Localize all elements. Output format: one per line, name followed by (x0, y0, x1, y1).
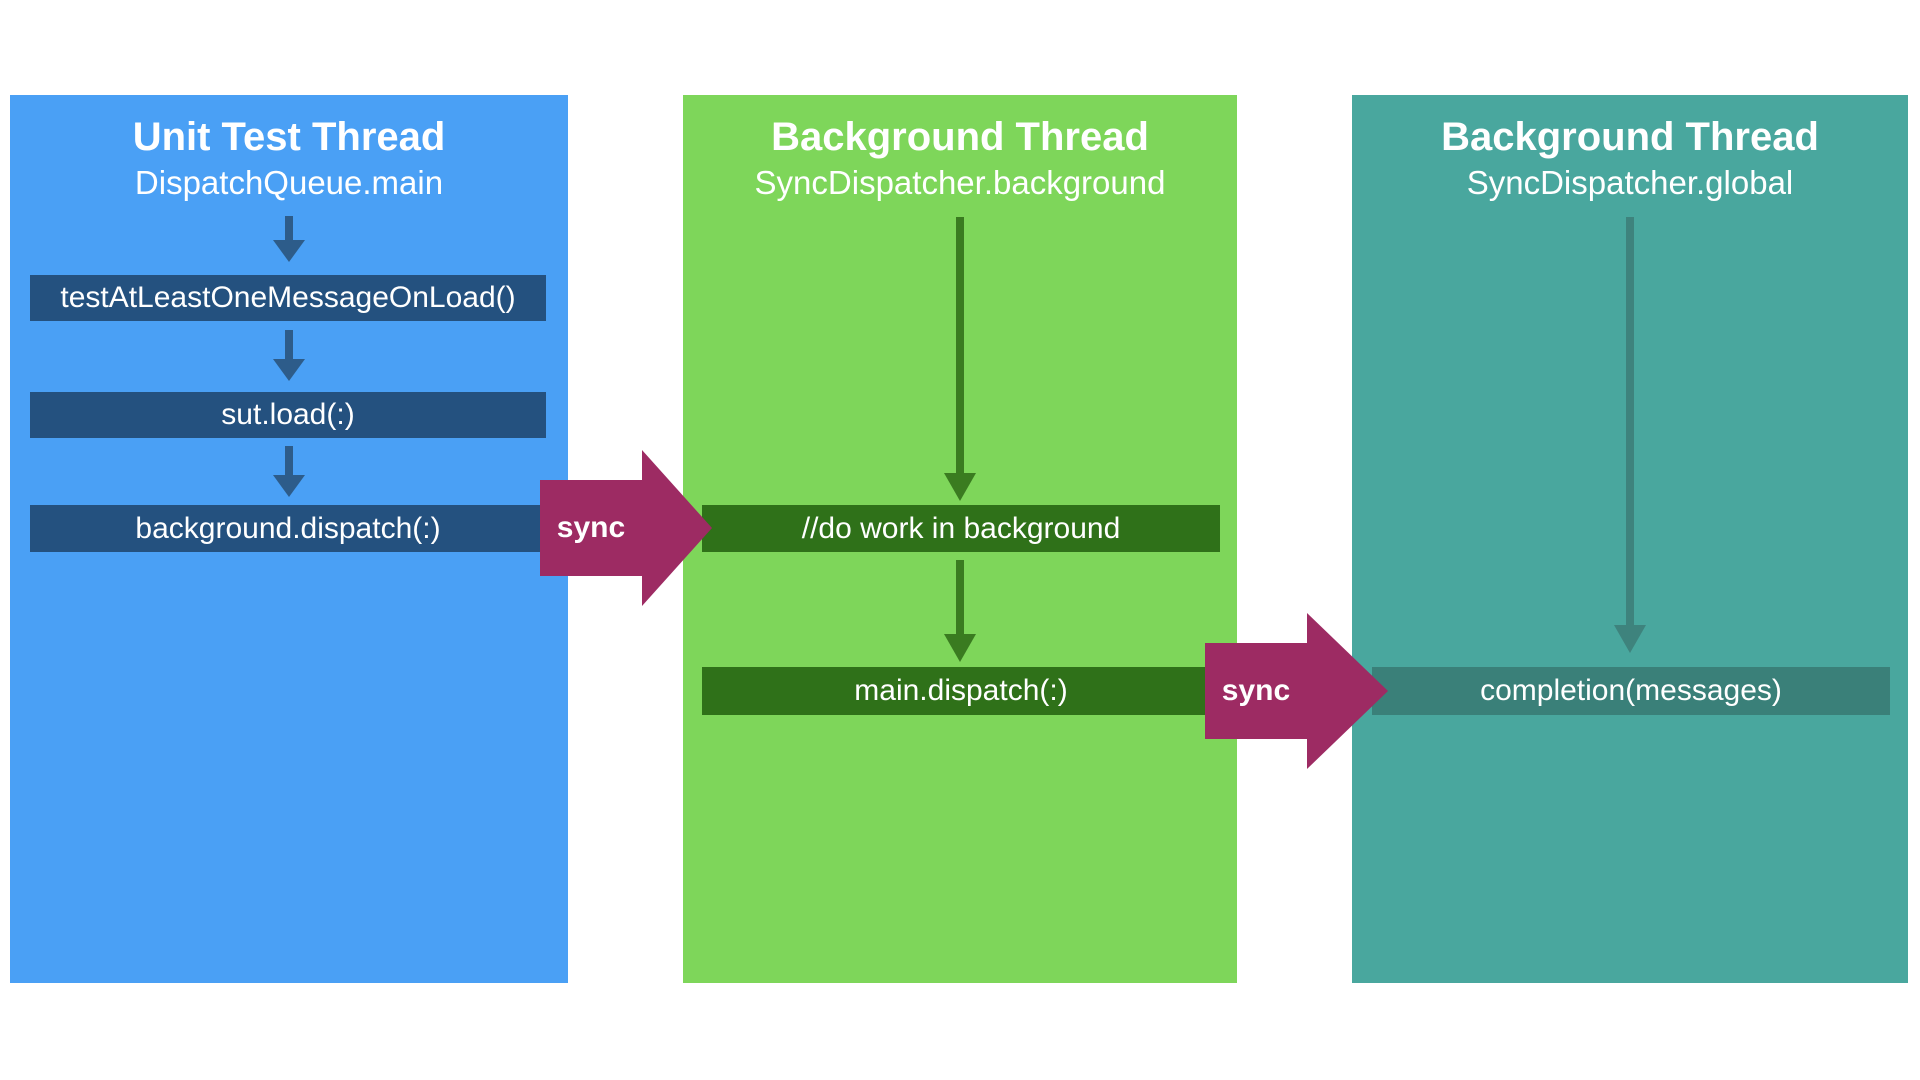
column-subtitle: SyncDispatcher.background (754, 164, 1166, 201)
down-arrow-icon (944, 217, 976, 501)
arrow-head (1614, 625, 1646, 653)
arrow-shaft (956, 217, 964, 473)
column-background-thread-2: Background Thread SyncDispatcher.global … (1352, 95, 1908, 983)
down-arrow-icon (273, 446, 305, 497)
sync-arrow-body: sync (540, 480, 642, 576)
arrow-shaft (285, 446, 293, 475)
arrow-shaft (285, 330, 293, 359)
arrow-head (273, 240, 305, 262)
down-arrow-icon (1614, 217, 1646, 653)
column-title: Background Thread (771, 115, 1149, 159)
arrow-shaft (285, 216, 293, 240)
down-arrow-icon (944, 560, 976, 662)
sync-arrow-2: sync (1205, 613, 1388, 769)
down-arrow-icon (273, 216, 305, 262)
node-background-dispatch: background.dispatch(:) (30, 505, 546, 552)
node-main-dispatch: main.dispatch(:) (702, 667, 1220, 715)
arrow-head (944, 473, 976, 501)
column-unit-test-thread: Unit Test Thread DispatchQueue.main test… (10, 95, 568, 983)
sync-arrow-body: sync (1205, 643, 1307, 739)
column-title: Unit Test Thread (132, 115, 446, 159)
sync-arrow-tip (642, 450, 712, 606)
node-do-work: //do work in background (702, 505, 1220, 552)
arrow-head (273, 475, 305, 497)
arrow-head (273, 359, 305, 381)
column-subtitle: DispatchQueue.main (134, 164, 444, 201)
node-sut-load: sut.load(:) (30, 392, 546, 438)
sync-arrow-1: sync (540, 450, 712, 606)
sync-arrow-tip (1307, 613, 1388, 769)
node-test-method: testAtLeastOneMessageOnLoad() (30, 275, 546, 321)
column-subtitle: SyncDispatcher.global (1466, 164, 1794, 201)
column-title: Background Thread (1441, 115, 1819, 159)
column-background-thread-1: Background Thread SyncDispatcher.backgro… (683, 95, 1237, 983)
down-arrow-icon (273, 330, 305, 381)
node-completion: completion(messages) (1372, 667, 1890, 715)
arrow-head (944, 634, 976, 662)
arrow-shaft (1626, 217, 1634, 625)
arrow-shaft (956, 560, 964, 634)
